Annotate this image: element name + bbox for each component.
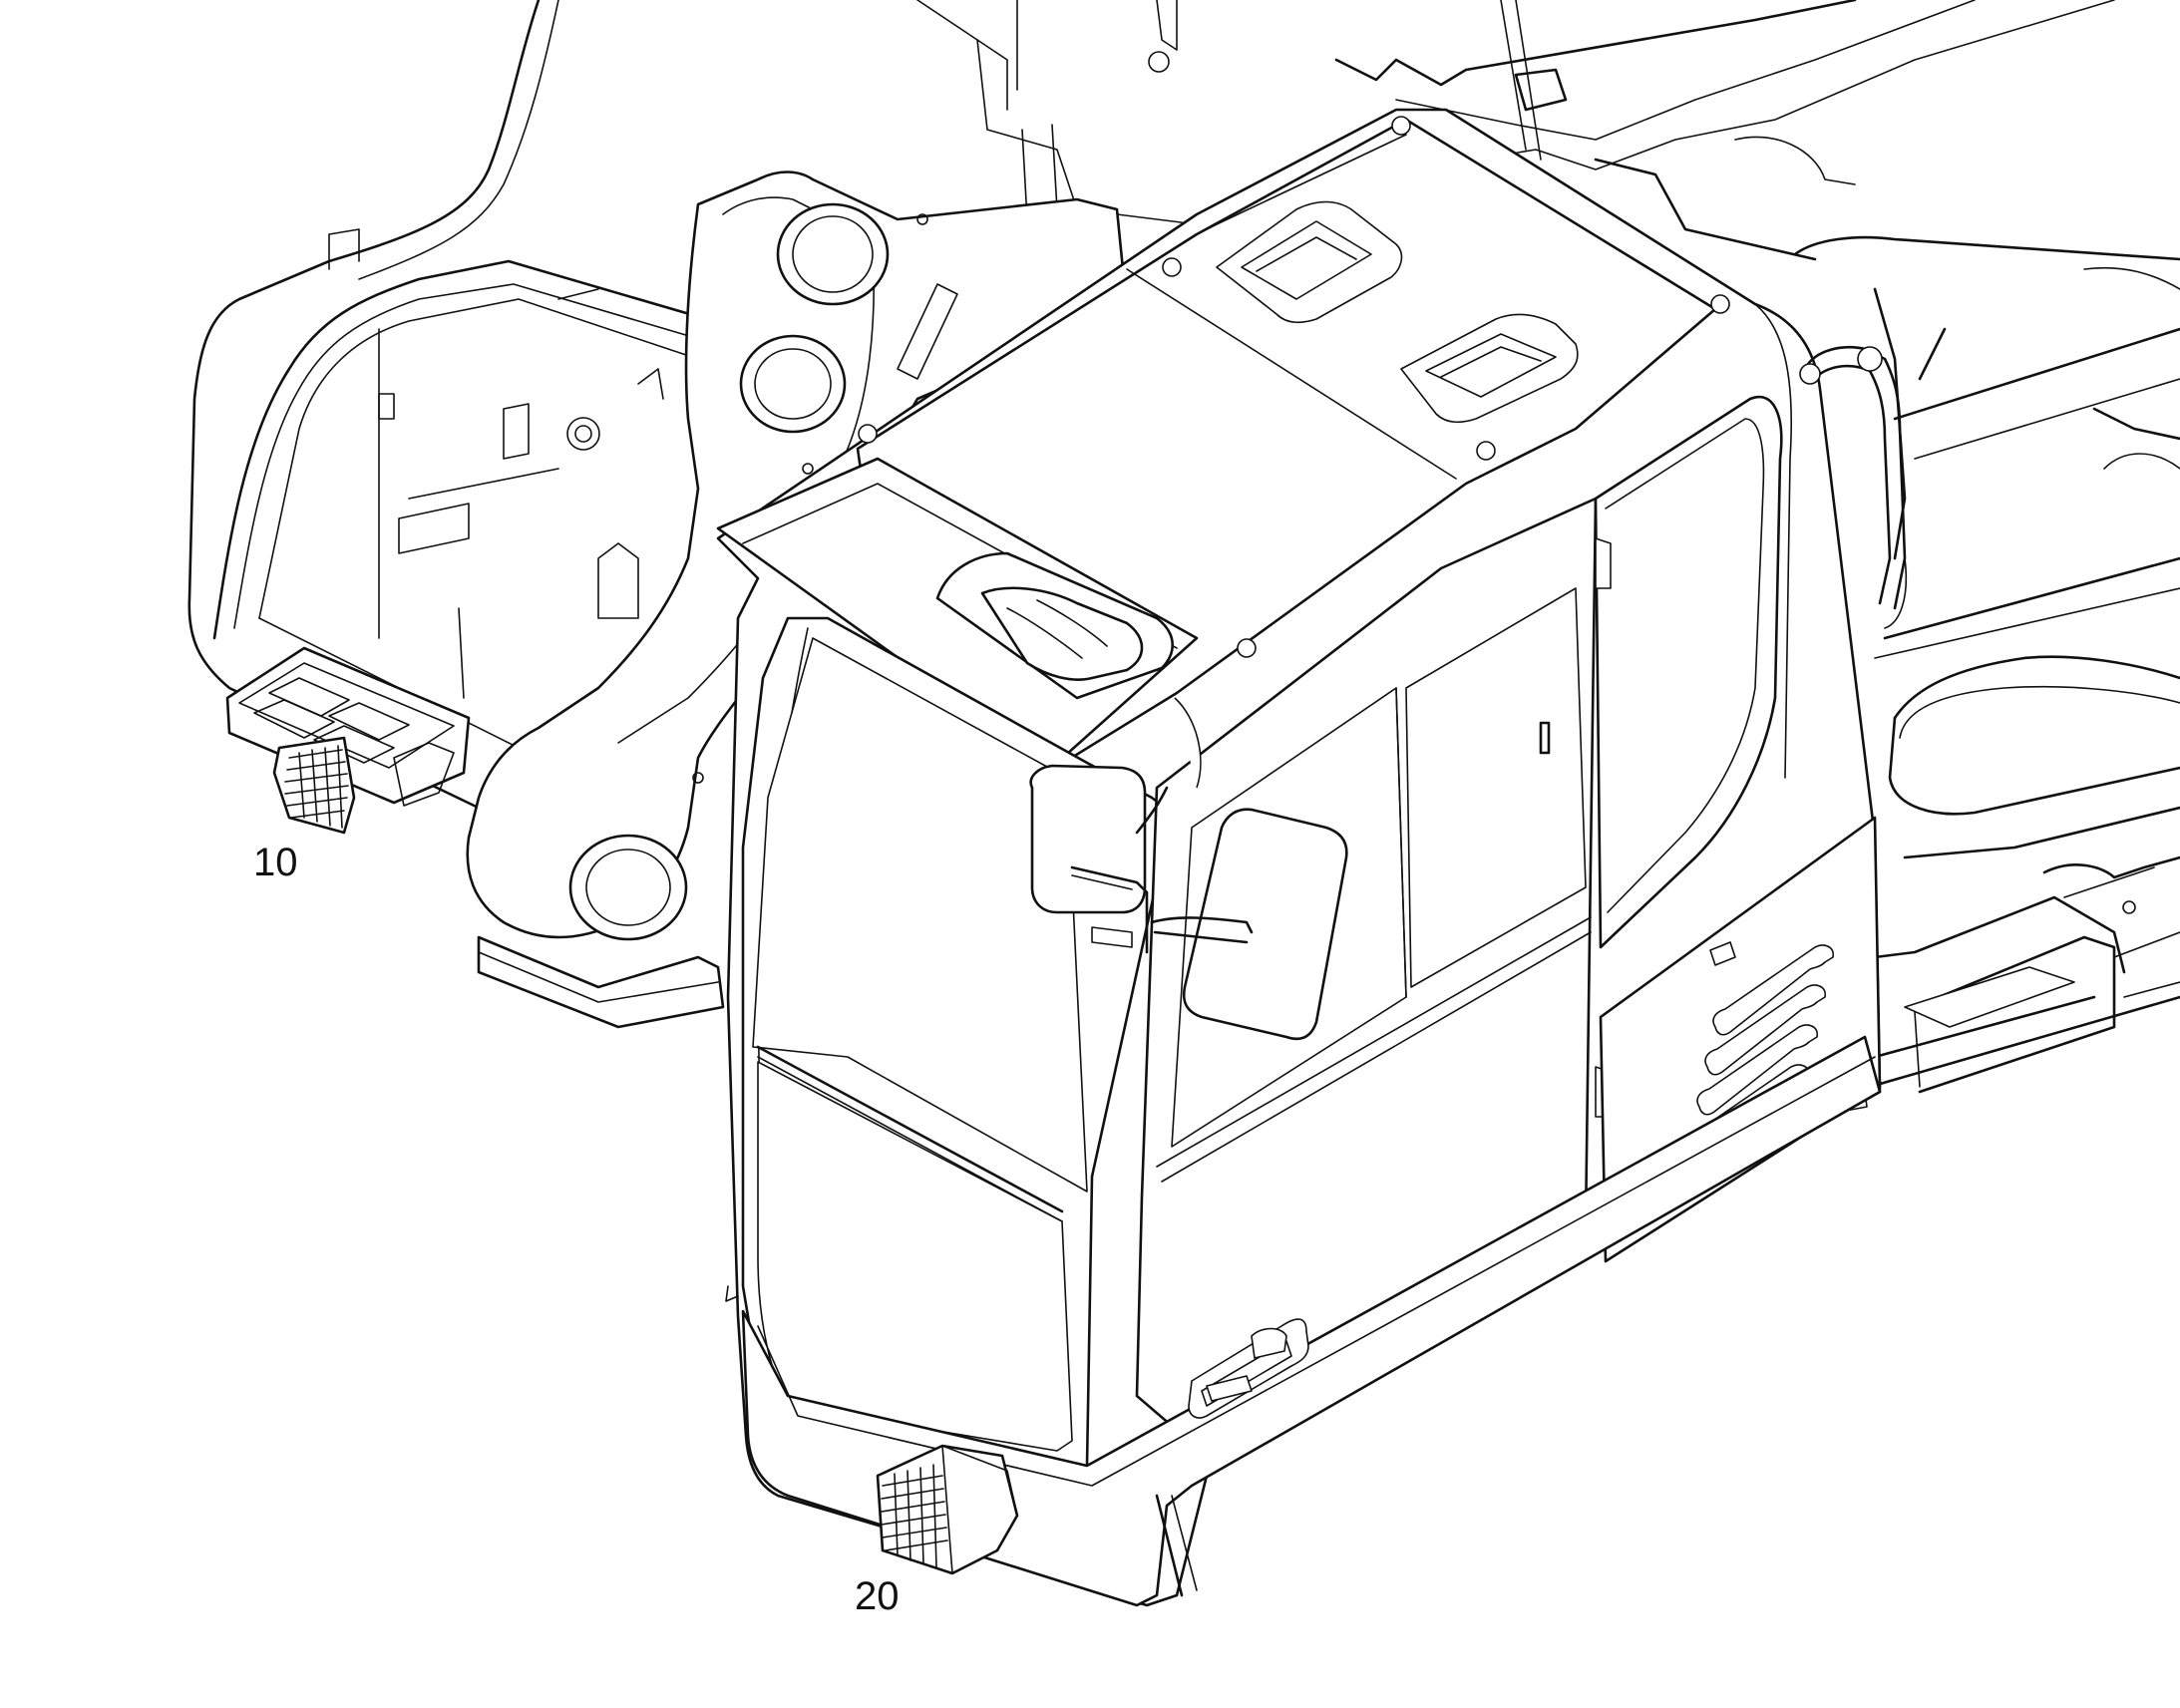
rear-step-assembly	[225, 646, 471, 835]
tread-mesh-20	[881, 1464, 948, 1568]
side-mirror-left	[1029, 764, 1169, 954]
side-mirror-right	[1150, 808, 1348, 1041]
callout-20: 20	[855, 1574, 900, 1618]
upper-frame-right	[1334, 0, 2180, 1094]
operator-cab	[716, 108, 1908, 1607]
tread-mesh-10	[284, 745, 349, 829]
callout-10: 10	[253, 841, 298, 884]
front-step-assembly	[876, 1444, 1019, 1575]
